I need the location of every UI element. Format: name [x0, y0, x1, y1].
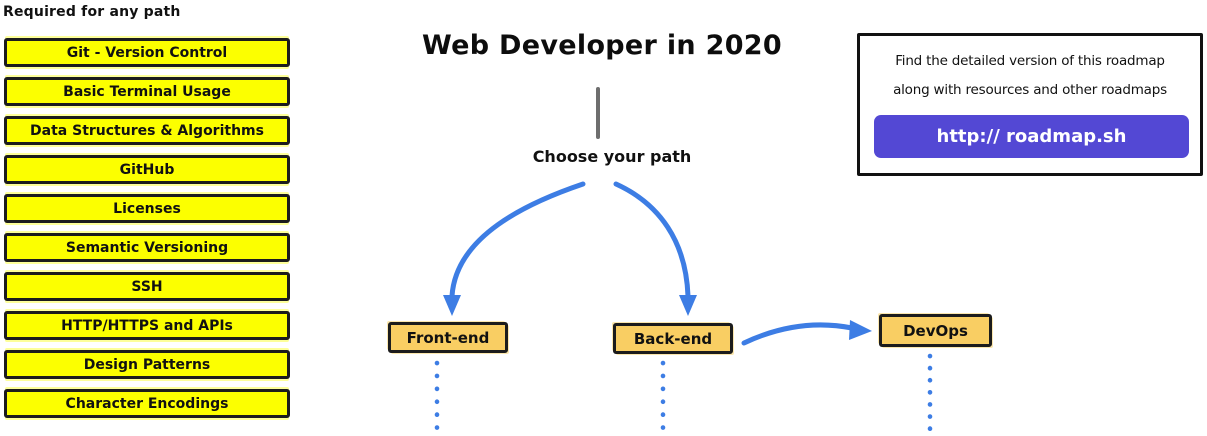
required-item-design-patterns[interactable]: Design Patterns — [4, 350, 290, 379]
arrow-to-backend — [613, 181, 697, 316]
required-list: Git - Version Control Basic Terminal Usa… — [4, 38, 290, 428]
required-item-github[interactable]: GitHub — [4, 155, 290, 184]
required-section-heading: Required for any path — [3, 4, 181, 20]
path-node-backend[interactable]: Back-end — [613, 323, 733, 354]
info-box: Find the detailed version of this roadma… — [857, 33, 1203, 176]
arrowhead-down-icon — [443, 295, 461, 316]
required-item-licenses[interactable]: Licenses — [4, 194, 290, 223]
required-item-semver[interactable]: Semantic Versioning — [4, 233, 290, 262]
required-item-ssh[interactable]: SSH — [4, 272, 290, 301]
info-line-1: Find the detailed version of this roadma… — [895, 53, 1165, 69]
roadmap-link-button[interactable]: http:// roadmap.sh — [874, 115, 1189, 158]
path-node-devops[interactable]: DevOps — [879, 314, 992, 347]
info-line-2: along with resources and other roadmaps — [893, 82, 1167, 98]
page-title: Web Developer in 2020 — [422, 30, 782, 61]
required-item-git[interactable]: Git - Version Control — [4, 38, 290, 67]
required-item-terminal[interactable]: Basic Terminal Usage — [4, 77, 290, 106]
path-node-frontend[interactable]: Front-end — [388, 322, 508, 353]
arrow-to-frontend — [443, 181, 586, 316]
arrow-to-devops — [741, 320, 872, 346]
arrowhead-right-icon — [849, 320, 872, 340]
choose-path-label: Choose your path — [532, 147, 692, 166]
arrowhead-down-icon — [679, 295, 697, 316]
required-item-http[interactable]: HTTP/HTTPS and APIs — [4, 311, 290, 340]
required-item-encodings[interactable]: Character Encodings — [4, 389, 290, 418]
required-item-data-structures[interactable]: Data Structures & Algorithms — [4, 116, 290, 145]
